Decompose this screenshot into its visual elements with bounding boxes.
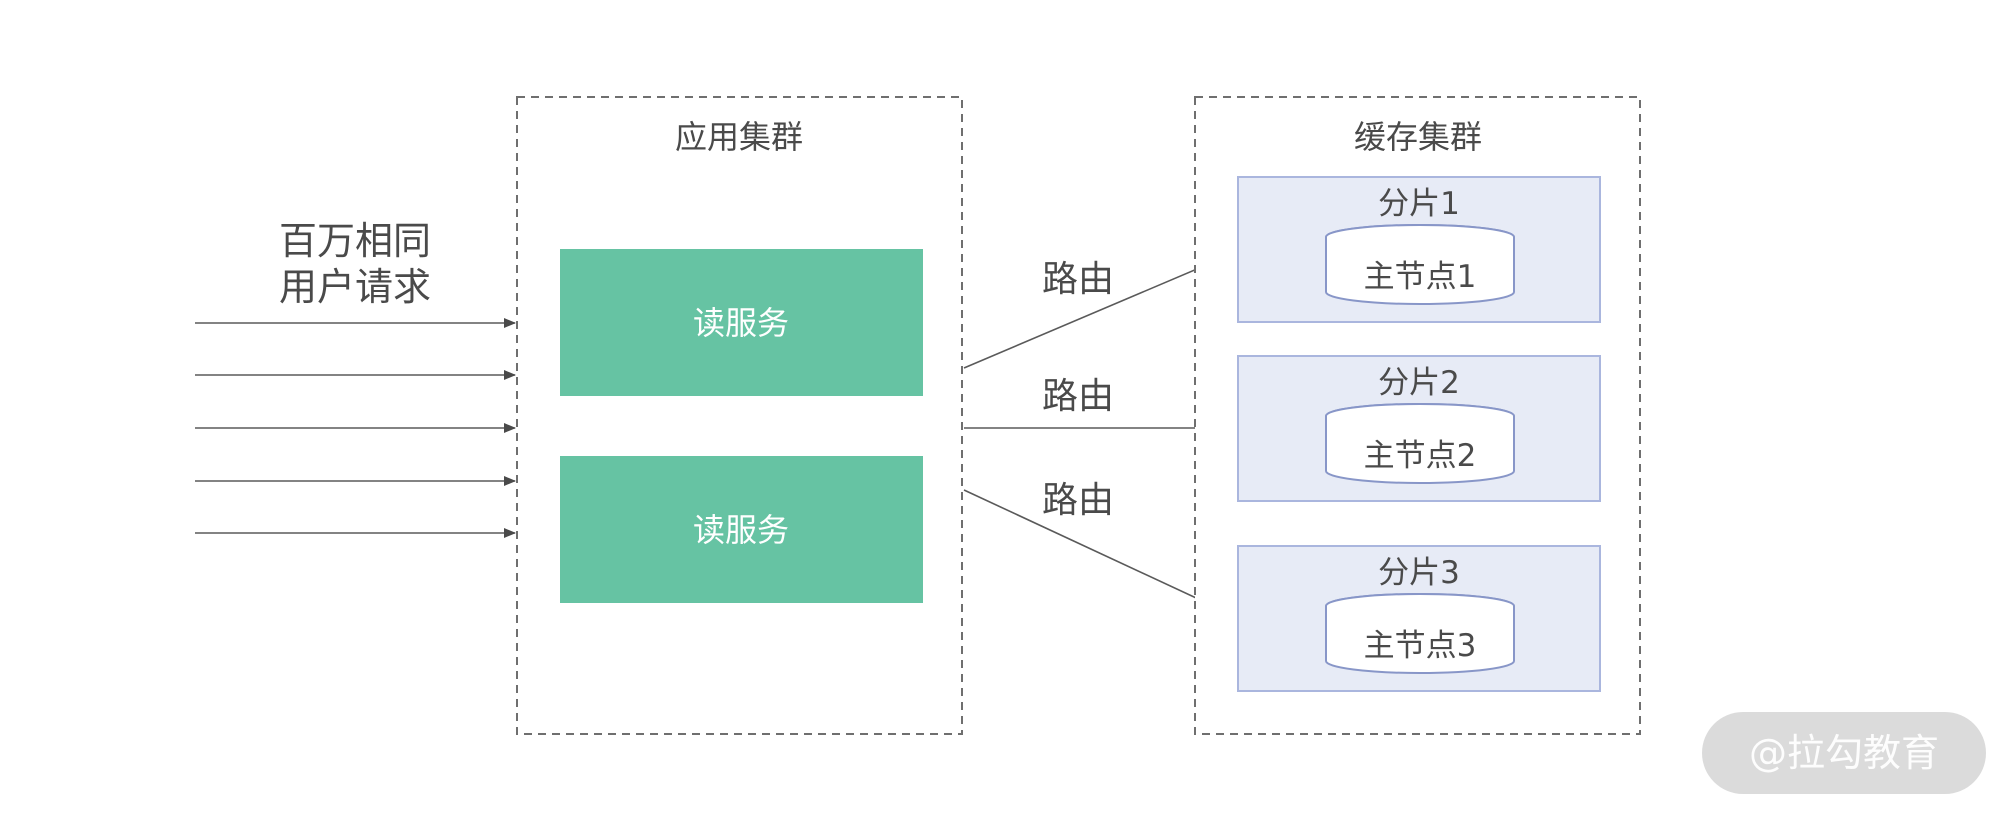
shard-2: 分片2 主节点2 <box>1237 355 1601 502</box>
watermark-pill <box>1702 712 1986 794</box>
app-cluster-title: 应用集群 <box>675 118 803 156</box>
route-label: 路由 <box>1042 480 1114 521</box>
route-label: 路由 <box>1042 376 1114 417</box>
master-node-cylinder: 主节点2 <box>1325 403 1515 484</box>
master-node-cylinder: 主节点1 <box>1325 224 1515 305</box>
shard-3: 分片3 主节点3 <box>1237 545 1601 692</box>
requests-label-line2: 用户请求 <box>279 265 431 309</box>
master-node-label: 主节点1 <box>1364 259 1477 295</box>
read-service-box <box>560 249 923 396</box>
route-label: 路由 <box>1042 259 1114 300</box>
cache-cluster: 缓存集群 分片1 主节点1 分片2 主节点2 分片3 <box>1194 96 1641 735</box>
read-service: 读服务 <box>560 456 923 603</box>
app-cluster-box <box>516 96 963 735</box>
request-arrows <box>195 318 516 538</box>
master-node-label: 主节点3 <box>1364 628 1477 664</box>
watermark-text: @拉勾教育 <box>1749 731 1939 775</box>
read-service-label: 读服务 <box>693 304 789 342</box>
master-node-cylinder: 主节点3 <box>1325 593 1515 674</box>
shard-label: 分片3 <box>1378 555 1460 591</box>
cache-cluster-title: 缓存集群 <box>1354 118 1482 156</box>
read-service: 读服务 <box>560 249 923 396</box>
route-arrow-shard3 <box>963 489 1238 618</box>
master-node-label: 主节点2 <box>1364 438 1477 474</box>
shard-1: 分片1 主节点1 <box>1237 176 1601 323</box>
read-service-label: 读服务 <box>693 511 789 549</box>
app-cluster: 应用集群 读服务 读服务 <box>516 96 963 735</box>
shard-label: 分片2 <box>1378 365 1460 401</box>
route-arrow-shard1 <box>963 251 1238 369</box>
read-service-box <box>560 456 923 603</box>
shard-label: 分片1 <box>1378 186 1460 222</box>
route-arrows <box>963 251 1238 618</box>
requests-label-line1: 百万相同 <box>279 219 431 263</box>
watermark: @拉勾教育 <box>1702 712 1986 794</box>
